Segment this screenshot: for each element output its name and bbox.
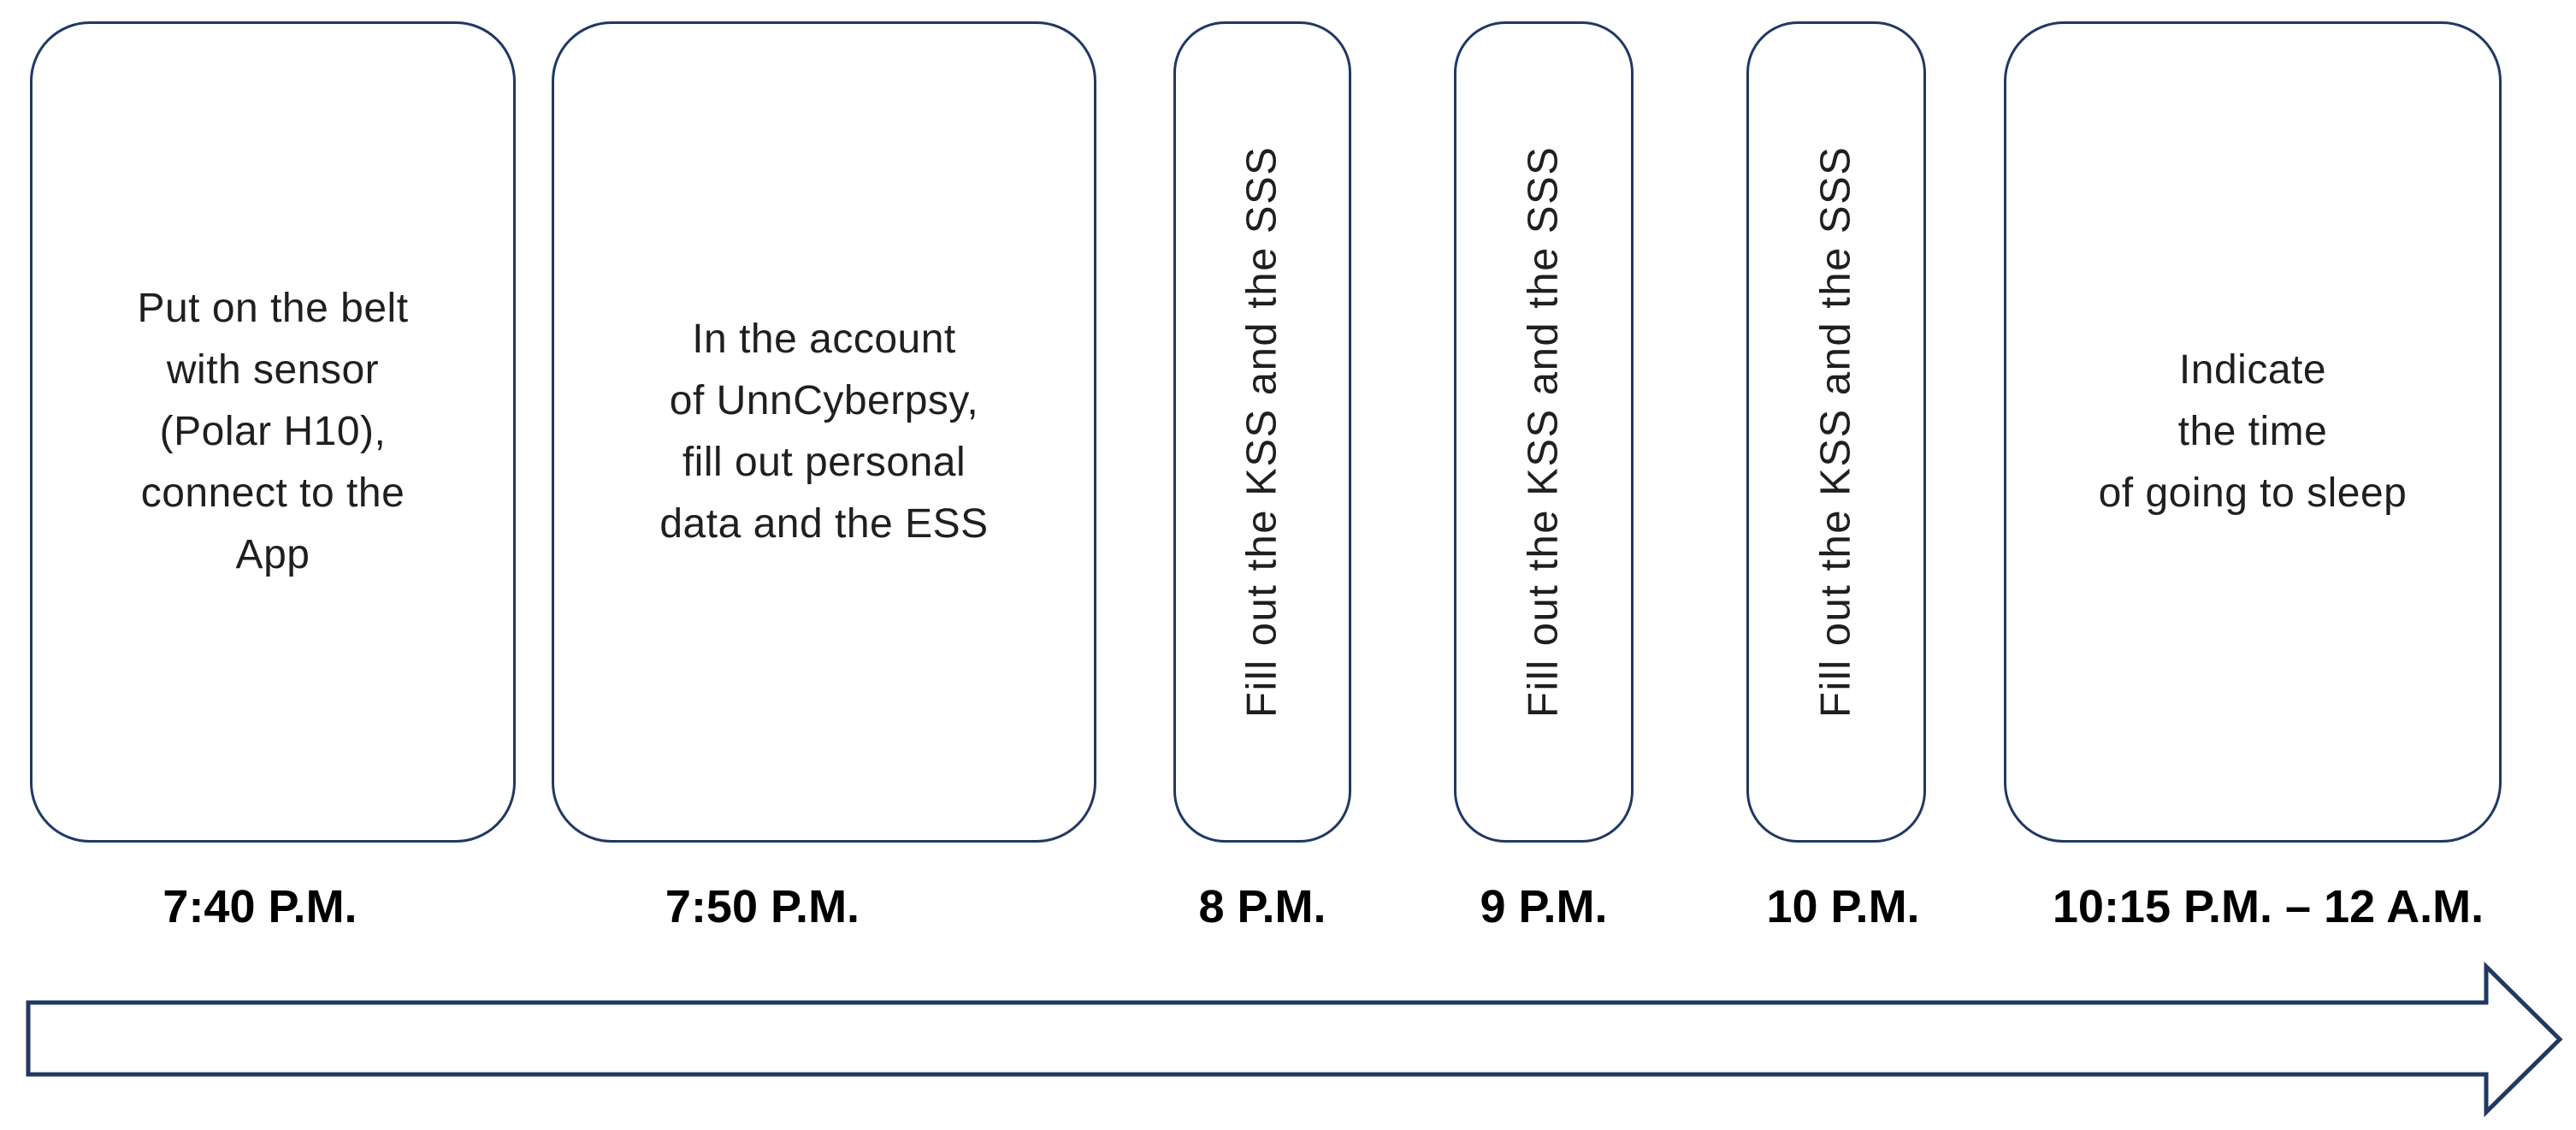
- step-1-text: Put on the belt with sensor (Polar H10),…: [137, 286, 409, 577]
- step-box-5: Fill out the KSS and the SSS: [1746, 21, 1926, 843]
- step-box-3: Fill out the KSS and the SSS: [1173, 21, 1351, 843]
- step-4-text: Fill out the KSS and the SSS: [1520, 145, 1567, 719]
- step-5-text: Fill out the KSS and the SSS: [1812, 145, 1859, 719]
- time-label-6: 10:15 P.M. – 12 A.M.: [2052, 881, 2484, 932]
- timeline-arrow: [26, 961, 2563, 1117]
- time-label-1: 7:40 P.M.: [162, 881, 357, 932]
- time-label-5: 10 P.M.: [1766, 881, 1920, 932]
- step-3-text: Fill out the KSS and the SSS: [1238, 145, 1285, 719]
- step-6-text: Indicate the time of going to sleep: [2098, 347, 2408, 516]
- step-box-1: Put on the belt with sensor (Polar H10),…: [30, 21, 516, 843]
- step-box-2: In the account of UnnCyberpsy, fill out …: [552, 21, 1096, 843]
- time-label-4: 9 P.M.: [1480, 881, 1608, 932]
- step-box-6: Indicate the time of going to sleep: [2004, 21, 2502, 843]
- time-label-2: 7:50 P.M.: [665, 881, 860, 932]
- step-box-4: Fill out the KSS and the SSS: [1454, 21, 1634, 843]
- step-2-text: In the account of UnnCyberpsy, fill out …: [659, 317, 989, 547]
- right-arrow-icon: [26, 961, 2563, 1117]
- time-label-3: 8 P.M.: [1198, 881, 1326, 932]
